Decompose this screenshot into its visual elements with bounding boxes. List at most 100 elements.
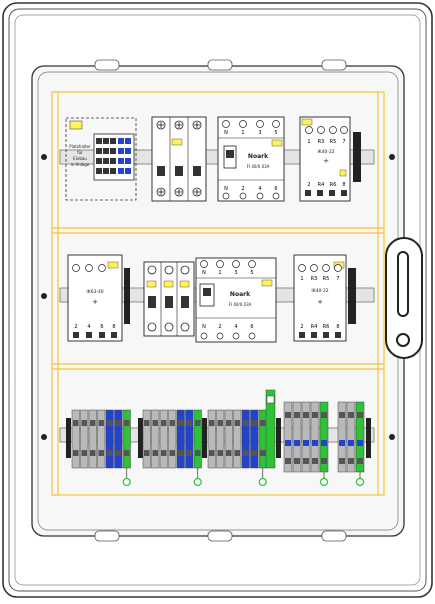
terminal-slot [73, 420, 79, 426]
terminal-block [122, 409, 131, 469]
placeholder-text-2: für [77, 150, 83, 155]
row2-contactor-right-plus: + [317, 298, 323, 306]
terminal-block [250, 409, 259, 469]
terminal-slot [73, 450, 79, 456]
terminal-block [207, 409, 216, 469]
yellow-frame [51, 91, 385, 496]
row2-contactor-right-bottom-8: 8 [336, 324, 339, 330]
terminal-slot [81, 450, 87, 456]
terminal-slot [251, 420, 257, 426]
terminal-slot [186, 450, 192, 456]
terminal-slot [124, 420, 130, 426]
plate-ears [94, 59, 347, 542]
terminal-slot [234, 450, 240, 456]
row3-terminal-strip [66, 389, 371, 487]
row2-contactor-right-bottom-r6: R6 [323, 324, 330, 330]
terminal-slot [251, 450, 257, 456]
terminal-block-multi [301, 401, 311, 473]
row1-rcd-bottom-n: N [224, 186, 228, 192]
row2-contactor-right: IK40-22 + 1 R3 R5 7 2 R4 R6 8 [293, 254, 347, 342]
row2-rcd: Noark FI 40/0.03A N 1 3 5 N 2 4 6 [195, 257, 277, 343]
terminal-slot [90, 450, 96, 456]
terminal-slot [124, 450, 130, 456]
terminal-block [176, 409, 185, 469]
terminal-block-multi [310, 401, 320, 473]
terminal-slot [243, 420, 249, 426]
terminal-block [114, 409, 123, 469]
row1-rcd: Noark FI 40/0.03A N 1 3 5 N 2 4 6 [217, 116, 285, 202]
terminal-slot [98, 450, 104, 456]
terminal-slot [266, 395, 275, 404]
terminal-slot [312, 458, 318, 464]
terminal-slot [321, 412, 327, 418]
row1-rcd-bottom-2: 2 [241, 186, 244, 192]
terminal-block-multi [346, 401, 356, 473]
door-handle[interactable] [385, 237, 423, 359]
terminal-slot [243, 450, 249, 456]
terminal-slot [226, 450, 232, 456]
row2-contactor-right-top-7: 7 [336, 276, 339, 282]
row2-rcd-bottom-4: 4 [234, 324, 237, 330]
terminal-slot [144, 420, 150, 426]
terminal-slot [294, 412, 300, 418]
row2-contactor-right-bottom-r4: R4 [311, 324, 318, 330]
terminal-block-multi [337, 401, 347, 473]
terminal-slot [285, 412, 291, 418]
row1-rcd-rating: FI 40/0.03A [247, 164, 270, 169]
terminal-block [97, 409, 106, 469]
terminal-end-stop [276, 418, 281, 458]
terminal-slot [115, 450, 121, 456]
row1-label-left [69, 120, 83, 130]
row2-rcd-top-5: 5 [250, 270, 253, 276]
earth-symbol [355, 477, 365, 487]
terminal-slot [107, 450, 113, 456]
terminal-slot [348, 458, 354, 464]
row1-contactor-top-1: 1 [307, 139, 310, 145]
terminal-slot [285, 440, 291, 446]
terminal-block-tall [265, 389, 276, 469]
row1-contactor: 1 R3 R5 7 IK40-22 + 2 R4 R6 8 [299, 116, 351, 202]
terminal-slot [178, 420, 184, 426]
terminal-slot [339, 412, 345, 418]
terminal-slot [169, 450, 175, 456]
placeholder-text-4: in Anlage [71, 162, 90, 167]
row1-contactor-top-r3: R3 [318, 139, 325, 145]
terminal-slot [321, 458, 327, 464]
terminal-slot [161, 420, 167, 426]
terminal-slot [152, 420, 158, 426]
row2-contactor-right-bottom-2: 2 [300, 324, 303, 330]
terminal-slot [178, 450, 184, 456]
row2-contactor-left-plus: + [92, 298, 98, 306]
row2-contactor-left-model: IK63-40 [86, 289, 103, 295]
placeholder-text-3: Einbau [73, 156, 87, 161]
row2-rcd-top-n: N [202, 270, 206, 276]
terminal-end-stop [138, 418, 143, 458]
terminal-slot [144, 450, 150, 456]
terminal-slot [169, 420, 175, 426]
terminal-block-multi [283, 401, 293, 473]
terminal-block [241, 409, 250, 469]
terminal-end-stop [366, 418, 371, 458]
row1-rcd-brand: Noark [248, 153, 269, 160]
terminal-slot [321, 440, 327, 446]
row1-contactor-plus: + [323, 157, 329, 165]
row1-contactor-model: IK40-22 [317, 149, 334, 155]
terminal-slot [234, 420, 240, 426]
row2-contactor-left: IK63-40 + 2 4 6 8 [67, 254, 123, 342]
terminal-slot [357, 412, 363, 418]
row1-contactor-top-7: 7 [342, 139, 345, 145]
terminal-block [105, 409, 114, 469]
row2-contactor-left-bottom-8: 8 [112, 324, 115, 330]
terminal-slot [285, 458, 291, 464]
terminal-slot [195, 420, 201, 426]
terminal-slot [90, 420, 96, 426]
terminal-slot [303, 440, 309, 446]
terminal-block [258, 409, 267, 469]
row2-rcd-bottom-n: N [202, 324, 206, 330]
row2-contactor-right-top-1: 1 [300, 276, 303, 282]
terminal-block [159, 409, 168, 469]
terminal-slot [217, 450, 223, 456]
terminal-slot [260, 420, 266, 426]
terminal-block-multi [292, 401, 302, 473]
